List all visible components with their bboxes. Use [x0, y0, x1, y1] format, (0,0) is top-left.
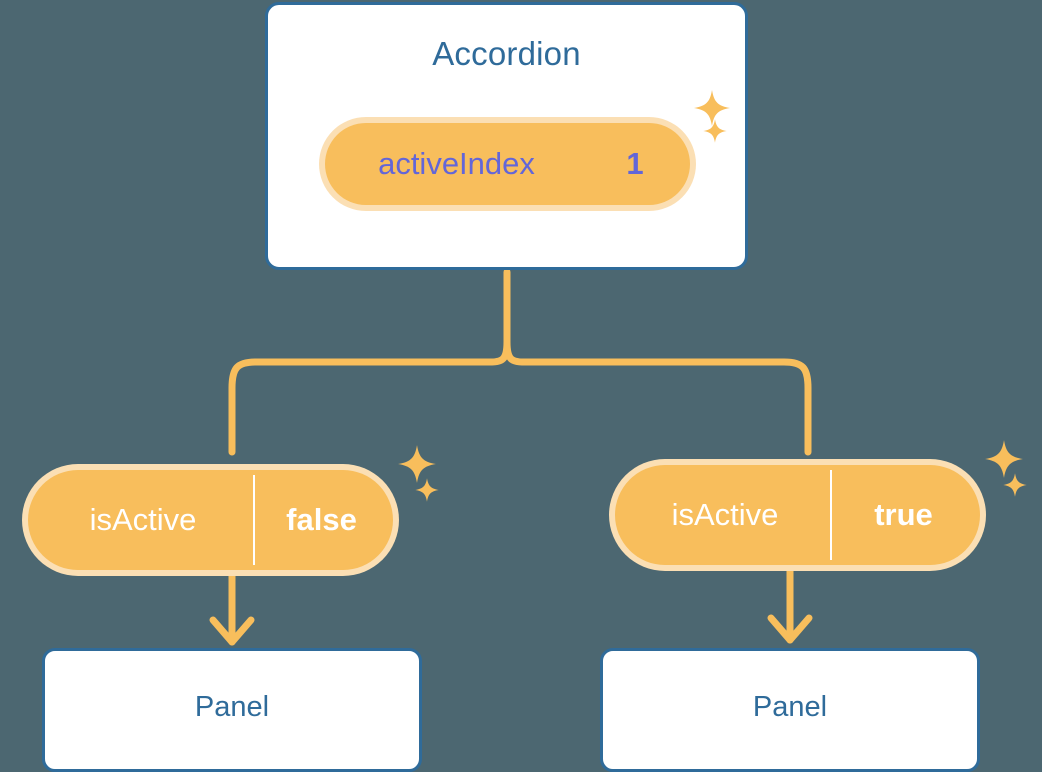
- sparkle-icon: [1002, 472, 1028, 498]
- sparkle-icon: [983, 438, 1025, 480]
- panel-component-card-right[interactable]: Panel: [600, 648, 980, 772]
- arrow-down-icon-left: [209, 572, 255, 646]
- panel-component-card-left[interactable]: Panel: [42, 648, 422, 772]
- state-value-label: false: [286, 502, 357, 537]
- state-value-label: 1: [626, 146, 644, 181]
- state-value-label: true: [874, 497, 933, 532]
- state-key-label: activeIndex: [330, 128, 585, 200]
- panel-label: Panel: [194, 690, 270, 723]
- panel-label: Panel: [752, 690, 828, 723]
- sparkle-icon: [396, 443, 438, 485]
- state-key-label: isActive: [33, 475, 255, 565]
- state-pill-activeindex[interactable]: activeIndex 1: [319, 117, 696, 211]
- connector-left-branch: [228, 338, 511, 456]
- arrow-down-icon-right: [767, 567, 813, 644]
- state-key-label: isActive: [620, 470, 832, 560]
- sparkle-icon: [414, 477, 440, 503]
- state-pill-isactive-true[interactable]: isActive true: [609, 459, 986, 571]
- state-pill-isactive-false[interactable]: isActive false: [22, 464, 399, 576]
- page-title: Accordion: [432, 35, 581, 72]
- connector-right-branch: [503, 338, 812, 456]
